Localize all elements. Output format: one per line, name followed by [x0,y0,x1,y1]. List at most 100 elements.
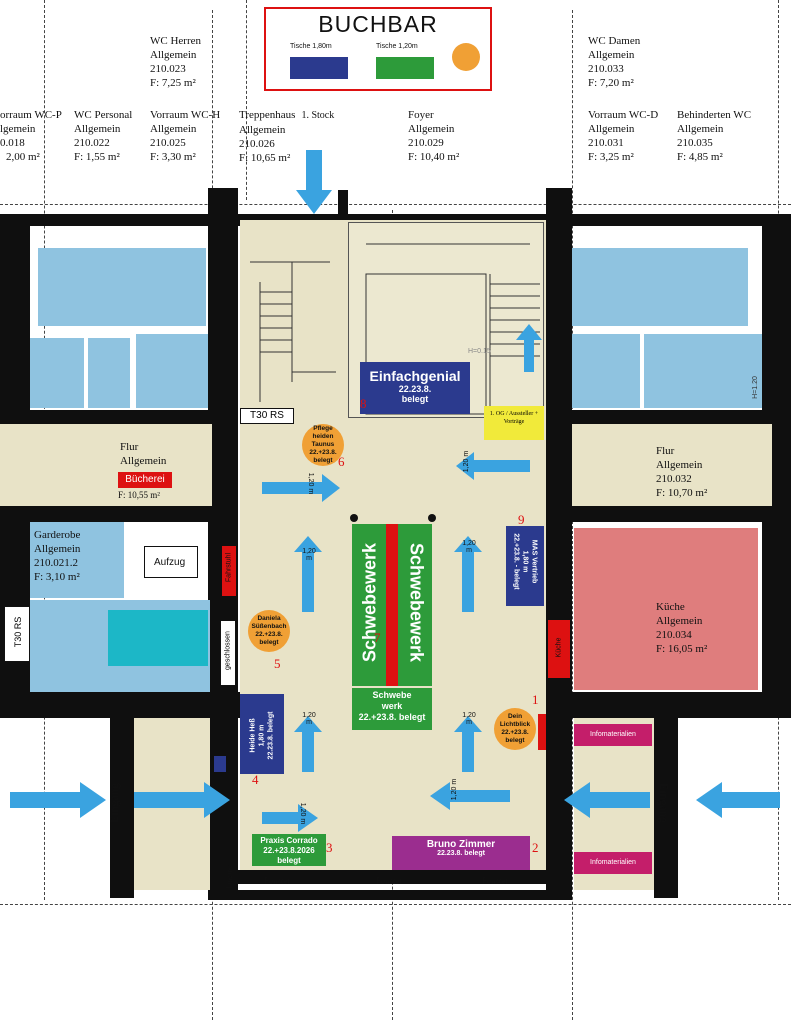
arrow-right-icon [134,782,230,818]
legend-circle-swatch [452,43,480,71]
arrow-dimension-label: 1,20 m [462,540,476,554]
wall [572,410,791,424]
wall [654,718,678,898]
legend-table-small-label: Tische 1,20m [376,43,418,50]
arrow-dimension-label: 1,20 m [463,450,471,473]
aufzug-box [144,546,198,578]
fenster-label: Fenster [264,876,291,886]
booth-number: 4 [252,772,259,787]
booth-mas-vertrieb[interactable]: MAS Vertrieb 1,80 m 22.+23.8. - belegt [506,526,544,606]
arrow-right-icon [262,804,318,832]
wall [0,506,212,522]
wc-right-block [572,248,636,326]
kueche-tag: Küche [548,620,570,678]
wc-left-block [38,248,146,326]
wc-left-block [136,334,208,408]
arrow-dimension-label: 1,20 m [462,712,476,726]
booth-circle-lichtblick[interactable]: Dein Lichtblick 22.+23.8. belegt [494,708,536,750]
lower-left-pool [108,610,208,666]
wall [572,506,791,522]
arrow-left-icon [430,782,510,810]
booth-schwebewerk-right[interactable]: Schwebewerk [398,524,432,686]
flur-right [572,424,772,506]
arrow-up-icon [454,716,482,772]
wc-left-block [88,338,130,408]
booth-number: 6 [338,454,345,469]
booth-praxis-corrado[interactable]: Praxis Corrado 22.+23.8.2026 belegt [252,834,326,866]
booth-schwebewerk-left[interactable]: Schwebewerk [352,524,386,686]
aufzug-label: Aufzug [154,557,186,568]
arrow-up-icon [294,716,322,772]
table-dot [350,514,358,522]
booth-schwebewerk-bottom[interactable]: Schwebe werk 22.+23.8. belegt [352,688,432,730]
red-marker [538,714,546,750]
fenster-label: Fenster [376,876,403,886]
room-label-flur-left-area: F: 10,55 m² [118,490,160,500]
wc-left-block [30,338,84,408]
geschlossen-box: geschlossen [220,620,236,686]
garderobe [30,522,124,598]
wall [0,692,240,718]
kueche [574,528,758,690]
arrow-left-icon [696,782,780,818]
booth-number: 7 [374,630,381,645]
booth-number: 3 [326,840,333,855]
booth-number: 5 [274,656,281,671]
fahrstuhl-tag: Fahrstuhl [222,546,236,596]
arrow-up-icon [454,536,482,612]
booth-circle-pflege[interactable]: Pflege heiden Taunus 22.+23.8. belegt [302,424,344,466]
t30-box: T30 RS [4,606,30,662]
booth-circle-daniela[interactable]: Daniela Süßenbach 22.+23.8. belegt [248,610,290,652]
wall [208,188,238,898]
wc-right-block [572,334,640,408]
arrow-right-icon [10,782,106,818]
wall [208,890,572,900]
grid-line [0,904,791,905]
arrow-dimension-label: 1,20 m [299,802,307,825]
wall [546,692,791,718]
booth-number: 8 [360,396,367,411]
arrow-dimension-label: 1,20 m [302,712,316,726]
wc-right-block [636,248,748,326]
booth-bruno-zimmer[interactable]: Bruno Zimmer 22.23.8. belegt [392,836,530,870]
booth-number: 2 [532,840,539,855]
flur-left [0,424,212,506]
legend-box: BUCHBAR Tische 1,80m Tische 1,20m [264,7,492,91]
arrow-down-icon [296,150,332,214]
staircase-left [250,261,336,402]
arrow-up-icon [516,324,542,372]
grid-line [0,204,791,205]
grid-line [246,0,247,200]
wc-right-block [644,334,762,408]
booth-heide-hess[interactable]: Heide Heß 1,80 m 22.23.8. belegt [240,694,284,774]
arrow-up-icon [294,536,322,612]
arrow-dimension-label: 1,20 m [302,548,316,562]
legend-title: BUCHBAR [318,11,438,37]
fenster-label: Fenster [482,876,509,886]
wall [238,870,548,884]
infomaterial-tag: Infomaterialien [574,852,652,874]
infomaterial-tag: Infomaterialien [574,724,652,746]
og-aussteller-tag: 1. OG / Aussteller + Vorträge [484,406,544,440]
arrow-left-icon [456,452,530,480]
legend-small-swatch [376,57,434,79]
legend-table-large-label: Tische 1,80m [290,43,332,50]
arrow-dimension-label: 1,20 m [307,472,315,495]
booth-einfachgenial[interactable]: Einfachgenial 22.23.8. belegt [360,362,470,414]
booth-divider [386,524,398,686]
booth-number: 9 [518,512,525,527]
t30-top-box: T30 RS [240,408,294,424]
small-blue-tag [214,756,226,772]
